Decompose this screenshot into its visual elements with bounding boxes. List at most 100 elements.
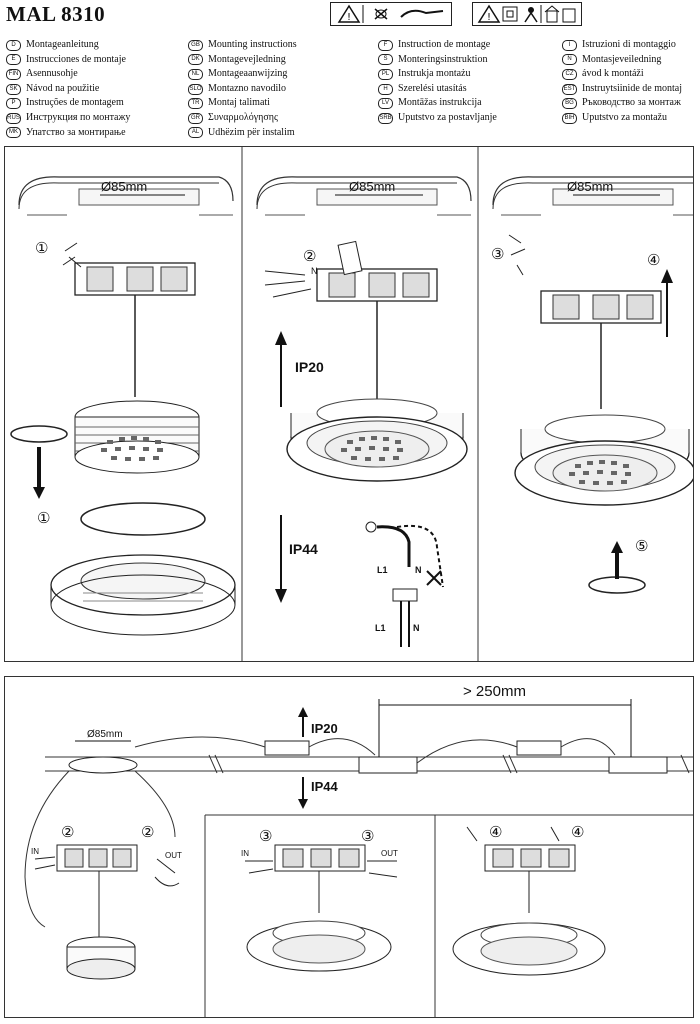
in-label: IN [241,849,249,858]
class-icon [502,6,518,22]
wires [264,270,312,298]
arrow-down-icon [275,515,287,603]
step-number: ② [61,824,75,841]
ip44-label: IP44 [311,779,338,794]
in-label: IN [31,847,39,856]
step-3-illustration [492,176,693,594]
lamp-top-2 [516,740,562,756]
ip20-label: IP20 [295,359,324,375]
diameter-label: Ø85mm [349,179,396,194]
warning-box-left: ! [330,2,452,26]
warning-box-right: ! [472,2,582,26]
chain-cable [134,736,616,764]
spacing-label: > 250mm [463,683,526,700]
step-number: ⑤ [635,538,649,555]
lamp-top-1 [264,740,310,756]
diameter-label: Ø85mm [101,179,148,194]
person-icon [524,7,538,23]
svg-text:!: ! [487,12,491,23]
arrow-up-icon [661,269,673,337]
wire-label-n: N [415,565,422,575]
step-number: ① [37,510,51,527]
lamp-body [514,414,693,506]
step-1-illustration [10,176,236,636]
insulation-icon [400,9,444,18]
screw-icon [508,234,526,276]
lamp-body [74,400,200,474]
sub1-illustration [34,844,180,980]
step-number: ② [141,824,155,841]
out-label: OUT [165,851,182,860]
terminal-open [337,240,363,276]
step-number: ③ [491,246,505,263]
screw-icon [62,242,82,268]
warning-triangle-icon [337,4,361,23]
lamp-bottom-1 [358,756,418,774]
sub-panel-borders [204,814,693,1017]
step-number: ③ [361,828,375,845]
lead-cables [24,770,176,928]
diameter-label: Ø85mm [567,179,614,194]
arrow-up-icon [298,707,308,737]
wire-label-n: N [413,623,420,633]
ip44-label: IP44 [289,541,318,557]
wire-label-l1: L1 [375,623,386,633]
wiring-detail [365,521,444,647]
exclamation-icon: ! [347,12,351,23]
step-number: ③ [259,828,273,845]
step-number: ④ [647,252,661,269]
step-2-illustration [256,176,472,647]
sub3-illustration [452,826,606,976]
diameter-label: Ø85mm [87,729,123,740]
step-number: ② [303,248,317,265]
wire-label-n: N [311,266,318,276]
lamp-bottom-2 [608,756,668,774]
document-title: MAL 8310 [6,2,106,26]
wire-label-l1: L1 [377,565,388,575]
out-label: OUT [381,849,398,858]
mounting-ring [50,554,236,636]
step-number: ④ [571,824,585,841]
step-number: ④ [489,824,503,841]
step-number: ① [35,240,49,257]
installation-panel-chain: Ø85mm > 250mm IP20 IP44 ② ② IN OUT ③ ③ I… [4,676,694,1018]
seal-ring [80,502,206,536]
installation-panel-single: Ø85mm ① ① Ø85mm ② N IP20 IP44 L1 N L1 N … [4,146,694,662]
rotate-up-arrow-icon [588,541,646,594]
rotate-arrow-icon [10,425,68,499]
ip20-label: IP20 [311,721,338,736]
lamp-body [286,398,468,482]
recessed-lamp [68,740,138,774]
chain-drawing [24,699,693,1017]
no-hands-icon [374,8,388,20]
building-icon [544,5,576,23]
sub2-illustration [245,844,398,972]
installation-drawing [10,147,693,661]
